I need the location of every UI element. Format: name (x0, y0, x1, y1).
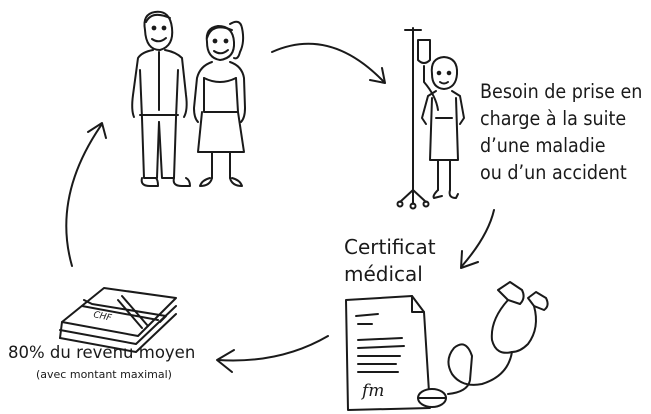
band-label: CHF (92, 310, 113, 324)
certificate-line-2: médical (344, 262, 423, 286)
certificate-label: Certificat médical (344, 234, 436, 288)
arrow-head-1 (369, 67, 386, 84)
arrow-head-2 (460, 250, 479, 269)
arrow-head-3 (216, 349, 235, 373)
arrow-head-4 (87, 122, 107, 139)
need-line-3: d’une maladie (480, 134, 606, 157)
need-line-2: charge à la suite (480, 107, 627, 130)
need-label: Besoin de prise en charge à la suite d’u… (480, 78, 642, 186)
need-line-4: ou d’un accident (480, 161, 627, 184)
income-label: 80% du revenu moyen (8, 343, 196, 362)
arrow-couple-to-patient (271, 42, 385, 83)
income-note: (avec montant maximal) (36, 368, 172, 381)
certificate-line-1: Certificat (344, 235, 436, 259)
signature: fm (360, 381, 384, 401)
arrow-certificate-to-income (217, 335, 329, 362)
arrow-patient-to-certificate (461, 209, 495, 267)
arrow-income-to-couple (65, 123, 103, 267)
need-line-1: Besoin de prise en (480, 80, 643, 103)
